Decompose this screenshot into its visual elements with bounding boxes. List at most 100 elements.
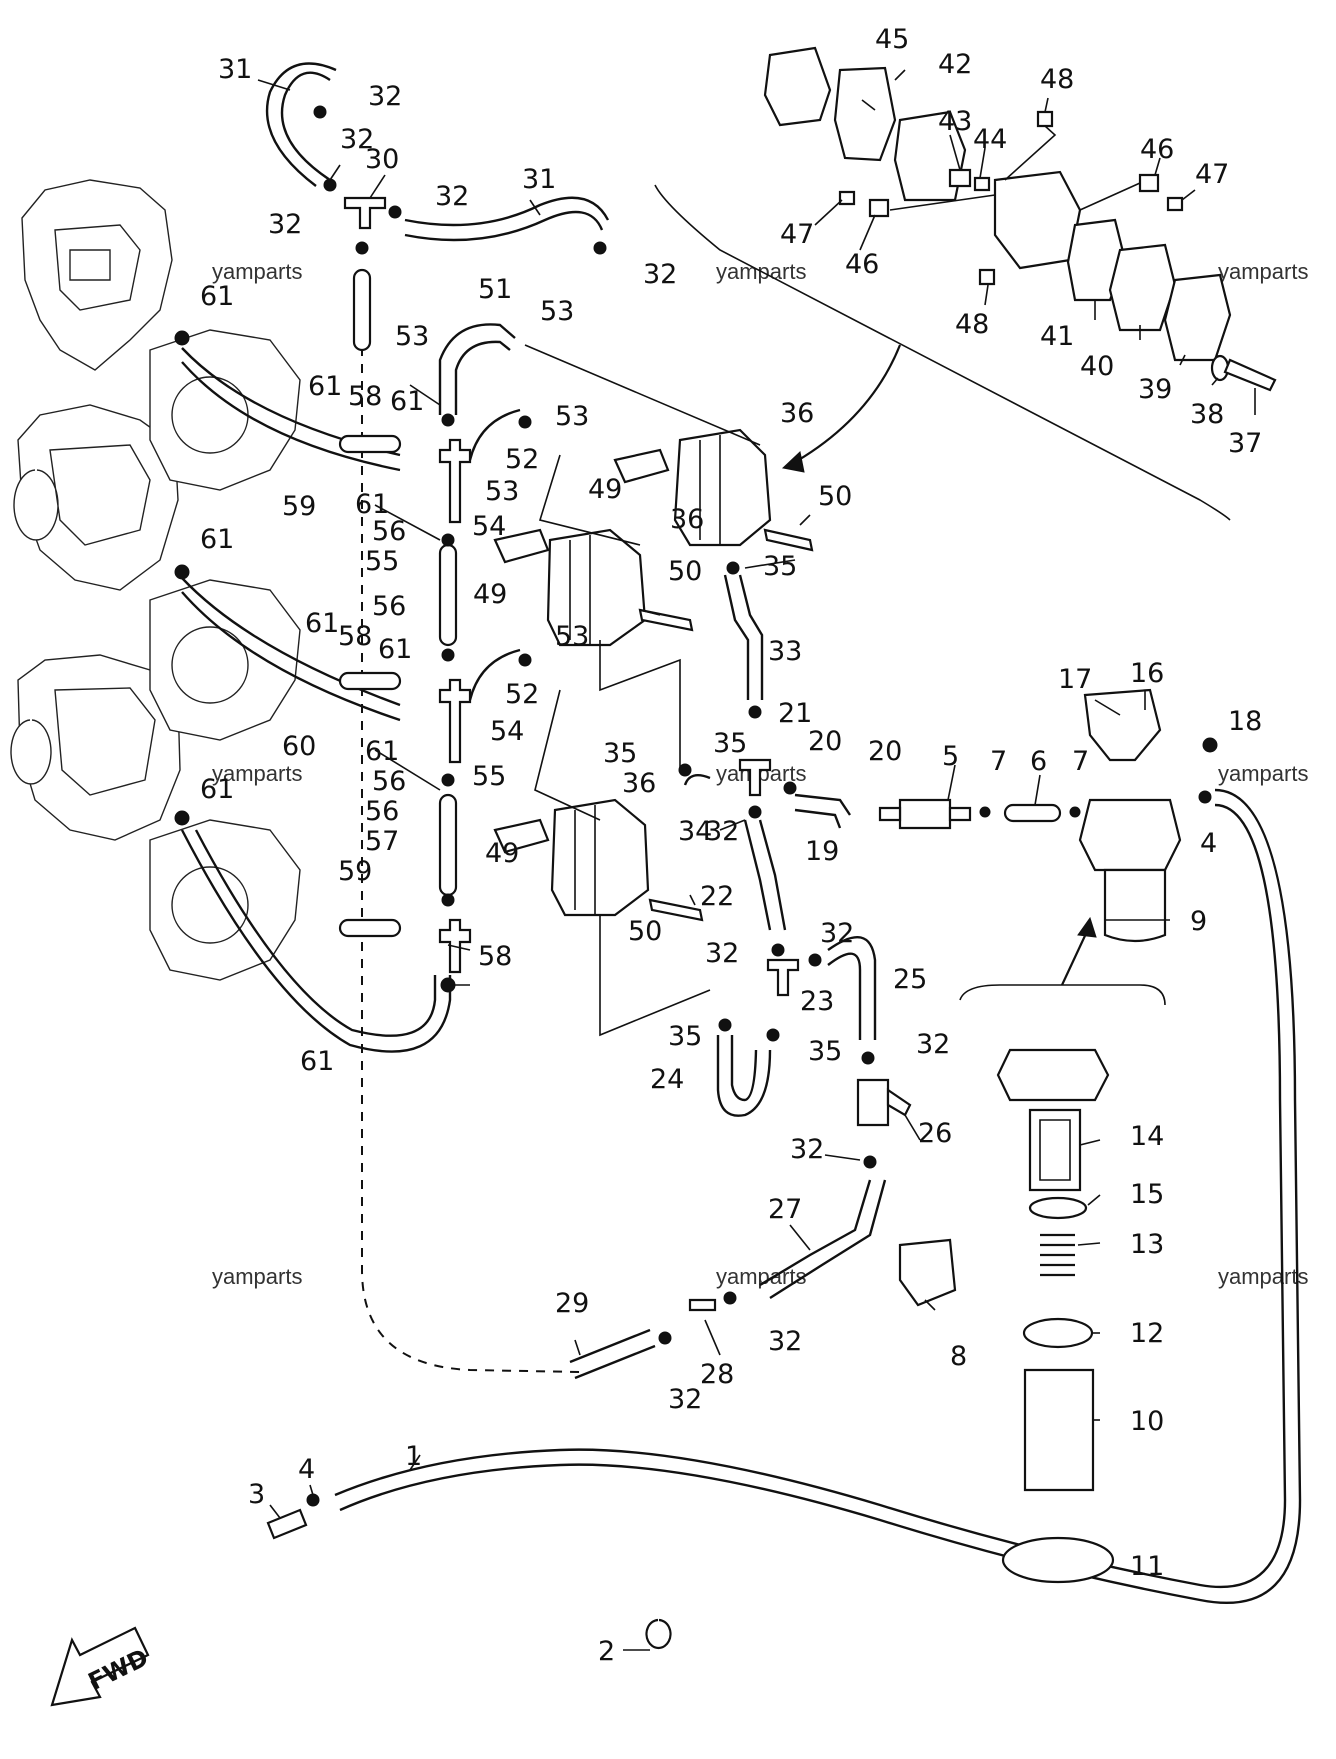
diaphragm-42 (833, 66, 897, 162)
callout-label: 7 (990, 746, 1007, 777)
spring-13 (1040, 1233, 1075, 1277)
fuel-pump-36-middle (546, 528, 647, 647)
hose-22-b (758, 819, 787, 931)
clamp (766, 1028, 780, 1042)
callout-label: 52 (505, 679, 539, 710)
callout-label: 22 (700, 881, 734, 912)
leader-line (1079, 1139, 1101, 1146)
callout-label: 47 (1195, 159, 1229, 190)
left-hoses (180, 268, 472, 1053)
clamp (678, 763, 692, 777)
callout-label: 32 (916, 1029, 950, 1060)
pump-link-line (524, 344, 761, 446)
callout-label: 30 (365, 144, 399, 175)
callout-label: 32 (768, 1326, 802, 1357)
watermark: yamparts (212, 259, 302, 284)
element-14-mesh (1039, 1119, 1071, 1181)
hose-60 (180, 829, 452, 1053)
callout-label: 61 (378, 634, 412, 665)
clamp (718, 1018, 732, 1032)
callout-label: 57 (365, 826, 399, 857)
carburetor-middle-detail (10, 687, 156, 796)
leader-line (529, 199, 541, 216)
callout-label: 53 (555, 401, 589, 432)
callout-label: 53 (395, 321, 429, 352)
callout-label: 54 (472, 511, 506, 542)
hose-58-upper (338, 434, 402, 454)
callout-label: 61 (390, 386, 424, 417)
element-14 (1028, 1108, 1082, 1192)
callout-label: 32 (435, 181, 469, 212)
pump-link-line (1079, 182, 1141, 211)
callout-label: 61 (200, 774, 234, 805)
hose-24-b (730, 1035, 758, 1102)
leader-line (374, 749, 441, 791)
hose-6 (1003, 803, 1062, 823)
callout-label: 48 (955, 309, 989, 340)
leader-line (894, 69, 906, 81)
hose-29-b (574, 1344, 656, 1380)
callout-label: 61 (355, 489, 389, 520)
bracket-8 (898, 1238, 957, 1307)
callout-label: 29 (555, 1288, 589, 1319)
manifold-bore (171, 866, 249, 944)
leader-line (744, 559, 796, 569)
tee-fitting-21 (738, 758, 772, 797)
leader-line (309, 1484, 314, 1496)
callout-label: 35 (603, 738, 637, 769)
hose-55-upper (438, 543, 458, 647)
watermark: yamparts (1218, 259, 1308, 284)
leader-line (1154, 157, 1161, 176)
callout-label: 32 (790, 1134, 824, 1165)
manifold-bore (171, 626, 249, 704)
clamp (1069, 806, 1081, 818)
callout-label: 58 (478, 941, 512, 972)
fuel-pump-36-top (673, 428, 772, 547)
clamp (726, 561, 740, 575)
callout-label: 13 (1130, 1229, 1164, 1260)
filter-head-assy (996, 1048, 1110, 1102)
leader-lines (257, 69, 1256, 1651)
leader-line (859, 214, 876, 251)
clamp (658, 1331, 672, 1345)
exploded-group-bracket (959, 984, 1166, 1006)
callout-labels: 1 2 3 4 4 5 6 7 7 8 9 10 11 12 13 14 15 … (200, 24, 1262, 1667)
callout-label: 35 (808, 1036, 842, 1067)
hose-19-b (794, 808, 842, 829)
callout-label: 25 (893, 964, 927, 995)
callout-label: 4 (1200, 828, 1217, 859)
clamp (808, 953, 822, 967)
callout-label: 41 (1040, 321, 1074, 352)
clamp (518, 415, 532, 429)
callout-label: 49 (473, 579, 507, 610)
leader-line (719, 819, 746, 831)
callout-label: 32 (705, 938, 739, 969)
callout-label: 23 (800, 986, 834, 1017)
callout-label: 56 (372, 591, 406, 622)
leader-line (257, 79, 291, 91)
callout-label: 61 (305, 608, 339, 639)
callout-label: 26 (918, 1118, 952, 1149)
callout-label: 44 (973, 124, 1007, 155)
gasket-49-top (613, 448, 670, 484)
fuel-filter-line (266, 688, 1302, 1650)
screw-47-left (838, 190, 856, 206)
hose-33-b (738, 574, 764, 700)
clamp (441, 893, 455, 907)
callout-label: 27 (768, 1194, 802, 1225)
pump-link-line (538, 454, 641, 546)
callout-label: 55 (365, 546, 399, 577)
callout-label: 5 (942, 741, 959, 772)
callout-label: 39 (1138, 374, 1172, 405)
pump-link-line (534, 689, 601, 821)
leader-line (689, 894, 696, 906)
pump-group-arrow (789, 344, 902, 466)
hose-24 (716, 1035, 772, 1117)
callout-label: 18 (1228, 706, 1262, 737)
carburetor-assemblies (10, 179, 301, 981)
callout-label: 32 (643, 259, 677, 290)
leader-line (447, 944, 471, 951)
fuel-pumps (493, 344, 814, 1037)
nut-48-top (1036, 110, 1054, 128)
